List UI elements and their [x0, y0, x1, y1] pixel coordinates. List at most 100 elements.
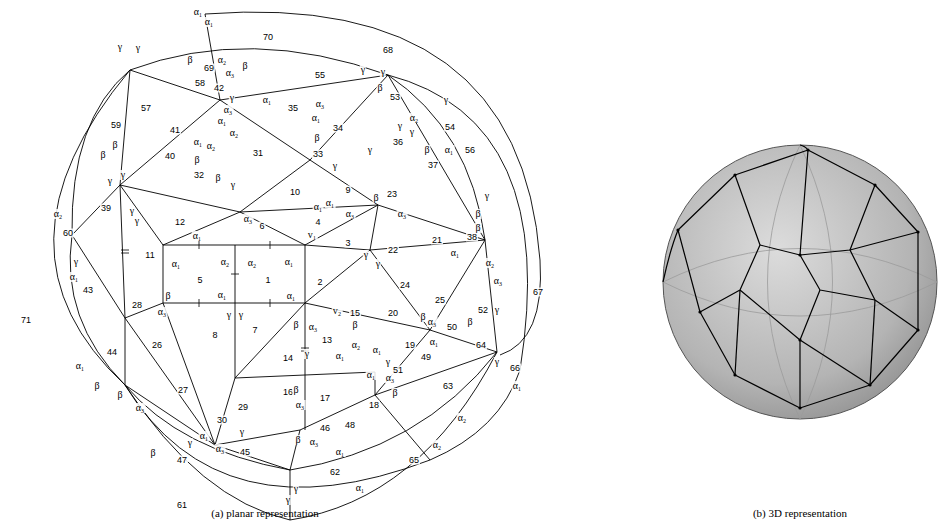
subfigure-caption: (a) planar representation [210, 508, 320, 519]
face-number: 63 [442, 382, 454, 391]
angle-label: γ [375, 259, 381, 269]
angle-label: α₁ [69, 272, 80, 282]
angle-label: γ [367, 145, 373, 155]
angle-label: β [294, 435, 301, 445]
face-number: 66 [509, 364, 521, 373]
face-number: 59 [110, 121, 122, 130]
angle-label: α₂ [247, 258, 258, 268]
face-number: 20 [387, 309, 399, 318]
angle-label: γ [397, 121, 403, 131]
face-number: 43 [82, 286, 94, 295]
face-number: 69 [203, 64, 215, 73]
face-number: 39 [100, 204, 112, 213]
face-number: 26 [151, 341, 163, 350]
angle-label: β [149, 448, 156, 458]
angle-label: α₂ [457, 413, 468, 423]
angle-label: γ [230, 180, 236, 190]
face-number: 33 [312, 150, 324, 159]
angle-label: γ [239, 427, 245, 437]
face-number: 30 [216, 416, 228, 425]
angle-label: α₃ [215, 444, 226, 454]
angle-label: α₂ [217, 55, 228, 65]
face-number: 23 [386, 190, 398, 199]
face-number: 21 [431, 236, 443, 245]
face-number: 38 [466, 233, 478, 242]
angle-label: γ [380, 67, 386, 77]
angle-label: γ [187, 438, 193, 448]
angle-label: γ [226, 310, 232, 320]
angle-label: β [391, 388, 398, 398]
sphere-3d [663, 145, 937, 419]
face-number: 6 [258, 222, 265, 231]
angle-label: α₁ [311, 113, 322, 123]
face-number: 29 [237, 403, 249, 412]
angle-label: α₁ [286, 291, 297, 301]
angle-label: γ [409, 127, 415, 137]
face-number: 5 [196, 276, 203, 285]
angle-label: α₃ [157, 307, 168, 317]
angle-label: v₁ [307, 230, 318, 240]
angle-label: α₁ [429, 337, 440, 347]
angle-label: β [474, 209, 481, 219]
face-number: 67 [532, 288, 544, 297]
face-number: 3 [344, 239, 351, 248]
angle-label: α₂ [53, 209, 64, 219]
face-number: 28 [131, 301, 143, 310]
face-number: 49 [420, 353, 432, 362]
planar-tiling [54, 12, 541, 520]
face-number: 64 [475, 341, 487, 350]
face-number: 25 [434, 296, 446, 305]
angle-label: γ [484, 191, 490, 201]
face-number: 27 [177, 386, 189, 395]
angle-label: α₁ [372, 345, 383, 355]
angle-label: γ [304, 349, 310, 359]
angle-label: α₃ [295, 400, 306, 410]
face-number: 48 [344, 421, 356, 430]
angle-label: α₃ [223, 105, 234, 115]
angle-label: α₂ [432, 440, 443, 450]
angle-label: β [423, 145, 430, 155]
face-number: 2 [316, 278, 323, 287]
angle-label: α₁ [199, 431, 210, 441]
angle-label: α₁ [193, 7, 204, 17]
angle-label: γ [494, 357, 500, 367]
angle-label: α₁ [284, 257, 295, 267]
face-number: 65 [408, 456, 420, 465]
angle-label: α₃ [225, 68, 236, 78]
face-number: 24 [399, 281, 411, 290]
face-number: 58 [194, 79, 206, 88]
angle-label: α₂ [485, 258, 496, 268]
angle-label: γ [363, 250, 369, 260]
face-number: 50 [446, 323, 458, 332]
face-number: 7 [251, 326, 258, 335]
angle-label: γ [285, 495, 291, 505]
angle-label: α₁ [512, 381, 523, 391]
angle-label: α₃ [308, 322, 319, 332]
angle-label: α₃ [309, 437, 320, 447]
face-number: 56 [464, 146, 476, 155]
angle-label: α₁ [325, 198, 336, 208]
angle-label: v₂ [332, 306, 343, 316]
angle-label: α₂ [220, 257, 231, 267]
angle-label: α₁ [262, 95, 273, 105]
face-number: 61 [176, 501, 188, 510]
face-number: 4 [314, 218, 321, 227]
angle-label: β [116, 390, 123, 400]
angle-label: α₃ [385, 373, 396, 383]
angle-label: α₂ [206, 141, 217, 151]
face-number: 47 [176, 456, 188, 465]
face-number: 12 [174, 218, 186, 227]
angle-label: α₁ [355, 483, 366, 493]
angle-label: γ [385, 357, 391, 367]
angle-label: α₃ [493, 276, 504, 286]
angle-label: α₁ [450, 248, 461, 258]
angle-label: β [111, 140, 118, 150]
face-number: 52 [477, 306, 489, 315]
angle-label: α₂ [409, 113, 420, 123]
angle-label: β [193, 155, 200, 165]
angle-label: α₁ [366, 370, 377, 380]
angle-label: γ [332, 161, 338, 171]
face-number: 37 [427, 161, 439, 170]
